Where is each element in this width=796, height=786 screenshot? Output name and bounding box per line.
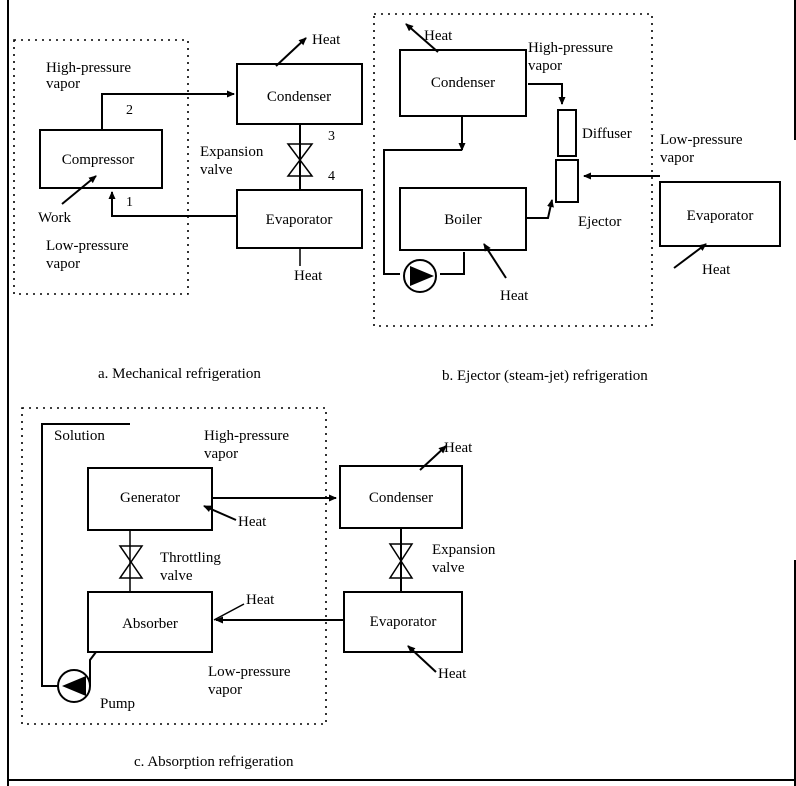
mech-heat-top-label: Heat	[312, 32, 341, 48]
mech-heat-out-arrow-icon	[275, 37, 307, 67]
ejector-boundary	[373, 13, 653, 327]
ab-pump-icon	[57, 669, 91, 703]
ab-high-vapor-label-2: vapor	[204, 446, 238, 462]
ej-heat-evap-label: Heat	[702, 262, 731, 278]
ab-evap-heat-arrow-icon	[407, 645, 437, 673]
mech-expansion-label-2: valve	[200, 162, 233, 178]
ej-evaporator-box	[659, 181, 781, 247]
ab-pump-line	[89, 651, 97, 686]
mechanical-compressor-boundary	[13, 39, 189, 295]
ab-heat-absorber-label: Heat	[246, 592, 275, 608]
mech-state-3-label: 3	[328, 129, 335, 144]
ej-diffuser-icon	[557, 109, 577, 157]
absorption-panel: Generator Condenser Absorber Evaporator …	[21, 407, 496, 770]
ab-throttling-valve-icon	[118, 545, 144, 579]
ab-condenser-heat-arrow-icon	[419, 445, 447, 471]
mech-expansion-valve-icon	[286, 143, 314, 177]
ej-return-line	[383, 149, 462, 275]
ej-heat-in-arrow-icon	[483, 243, 507, 279]
mech-evaporator-label: Evaporator	[266, 212, 333, 228]
mech-expansion-label-1: Expansion	[200, 144, 264, 160]
ab-heat-generator-label: Heat	[238, 514, 267, 530]
ab-absorber-label: Absorber	[122, 616, 178, 632]
ej-heat-out-arrow-icon	[405, 23, 439, 53]
mech-low-vapor-label-1: Low-pressure	[46, 238, 129, 254]
ab-low-vapor-label-2: vapor	[208, 682, 242, 698]
ab-evaporator-label: Evaporator	[370, 614, 437, 630]
ej-condenser-label: Condenser	[431, 75, 495, 91]
ab-heat-evap-label: Heat	[438, 666, 467, 682]
ab-pump-label: Pump	[100, 696, 135, 712]
ab-solution-label: Solution	[54, 428, 105, 444]
ab-expansion-valve-icon	[388, 543, 414, 579]
ej-boiler-vapor-line	[526, 199, 554, 219]
ej-boiler-label: Boiler	[444, 212, 482, 228]
ej-high-vapor-label-2: vapor	[528, 58, 562, 74]
ab-condenser-label: Condenser	[369, 490, 433, 506]
ej-caption: b. Ejector (steam-jet) refrigeration	[442, 368, 648, 384]
mech-condenser-label: Condenser	[267, 89, 331, 105]
mechanical-panel: Condenser Evaporator Compressor Heat Hig…	[13, 32, 363, 382]
mech-high-pressure-line	[101, 90, 235, 130]
mech-caption: a. Mechanical refrigeration	[98, 366, 261, 382]
ab-expansion-label-2: valve	[432, 560, 465, 576]
ej-pump-line	[440, 252, 465, 275]
ej-evap-heat-arrow-icon	[673, 243, 707, 269]
mech-high-vapor-label-2: vapor	[46, 76, 80, 92]
ab-evaporator-box	[343, 591, 463, 653]
ej-heat-condenser-label: Heat	[424, 28, 453, 44]
mech-compressor-box	[39, 129, 163, 189]
mech-high-vapor-label-1: High-pressure	[46, 60, 131, 76]
ej-high-vapor-line	[528, 83, 566, 105]
ej-evaporator-label: Evaporator	[687, 208, 754, 224]
ab-absorber-box	[87, 591, 213, 653]
ab-expansion-label-1: Expansion	[432, 542, 496, 558]
ab-caption: c. Absorption refrigeration	[134, 754, 294, 770]
ej-pump-arrow-icon	[410, 266, 434, 286]
ej-low-vapor-label-2: vapor	[660, 150, 694, 166]
mech-low-pressure-line	[108, 191, 237, 217]
ab-generator-label: Generator	[120, 490, 180, 506]
ejector-panel: Condenser Boiler Evaporator Heat High-pr…	[373, 13, 781, 384]
mech-work-arrow-icon	[61, 175, 97, 205]
ab-pump-arrow-icon	[62, 676, 86, 696]
ej-low-vapor-label-1: Low-pressure	[660, 132, 743, 148]
mech-low-vapor-label-2: vapor	[46, 256, 80, 272]
ab-solution-line	[41, 423, 130, 687]
ab-low-vapor-label-1: Low-pressure	[208, 664, 291, 680]
ab-throttling-label-2: valve	[160, 568, 193, 584]
mech-state-4-label: 4	[328, 169, 335, 184]
mech-compressor-label: Compressor	[62, 152, 135, 168]
ab-absorber-heat-arrow-icon	[213, 603, 245, 621]
mech-work-label: Work	[38, 210, 71, 226]
ab-throttling-label-1: Throttling	[160, 550, 221, 566]
ej-ejector-icon	[555, 159, 579, 203]
mech-heat-bottom-label: Heat	[294, 268, 323, 284]
page-frame	[7, 0, 796, 786]
ab-heat-condenser-label: Heat	[444, 440, 473, 456]
ej-heat-boiler-label: Heat	[500, 288, 529, 304]
mech-state-1-label: 1	[126, 195, 133, 210]
mech-state-2-label: 2	[126, 103, 133, 118]
ej-high-vapor-label-1: High-pressure	[528, 40, 613, 56]
ab-generator-heat-arrow-icon	[203, 505, 237, 521]
ej-pump-icon	[403, 259, 437, 293]
absorption-boundary	[21, 407, 327, 725]
ej-diffuser-label: Diffuser	[582, 126, 632, 142]
ab-high-vapor-label-1: High-pressure	[204, 428, 289, 444]
ej-ejector-label: Ejector	[578, 214, 621, 230]
